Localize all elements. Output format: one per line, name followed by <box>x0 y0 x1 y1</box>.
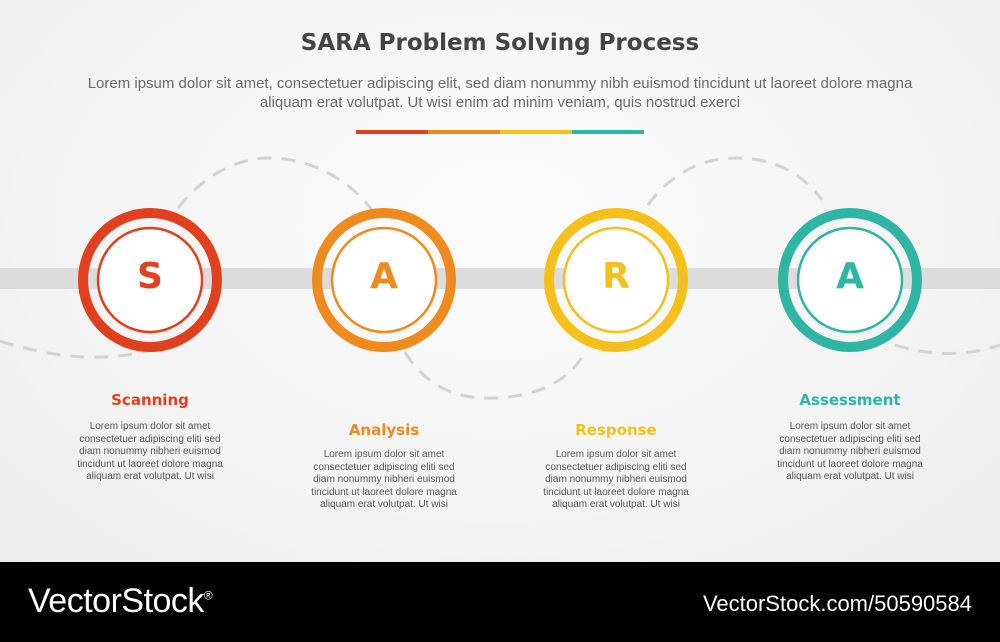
step-circle-assessment <box>778 208 922 352</box>
process-diagram <box>0 156 1000 400</box>
watermark-footer: VectorStock® VectorStock.com/50590584 <box>0 562 1000 642</box>
dashed-arc-1 <box>0 339 151 359</box>
title-rule-response <box>500 130 572 134</box>
step-title-scanning: Scanning <box>111 391 189 409</box>
step-circle-response <box>544 208 688 352</box>
step-letter-r: R <box>602 256 630 297</box>
step-letter-s: S <box>137 256 163 297</box>
brand-logo: VectorStock® <box>28 582 213 621</box>
dashed-wave <box>0 156 1000 400</box>
step-circle-analysis <box>312 208 456 352</box>
step-letter-a-2: A <box>836 256 864 297</box>
page-subtitle: Lorem ipsum dolor sit amet, consectetuer… <box>87 75 913 111</box>
dashed-arc-4 <box>646 156 824 206</box>
step-body-response: Lorem ipsum dolor sit amet consectetuer … <box>543 449 689 510</box>
title-rule-analysis <box>428 130 500 134</box>
step-title-assessment: Assessment <box>799 391 901 409</box>
step-body-assessment: Lorem ipsum dolor sit amet consectetuer … <box>777 421 923 482</box>
dashed-arc-3 <box>403 351 587 400</box>
step-title-response: Response <box>575 421 657 439</box>
dashed-arc-2 <box>176 156 374 211</box>
step-body-analysis: Lorem ipsum dolor sit amet consectetuer … <box>311 449 457 510</box>
brand-name: VectorStock <box>28 582 204 620</box>
title-rule-assessment <box>572 130 644 134</box>
step-letter-a: A <box>370 256 398 297</box>
step-body-scanning: Lorem ipsum dolor sit amet consectetuer … <box>77 421 223 482</box>
infographic-canvas: SARA Problem Solving Process Lorem ipsum… <box>0 0 1000 562</box>
brand-mark: ® <box>203 588 213 603</box>
step-circle-scanning <box>78 208 222 352</box>
step-title-analysis: Analysis <box>348 421 420 439</box>
title-rule-scanning <box>356 130 428 134</box>
connector-band <box>0 268 1000 289</box>
dashed-arc-5 <box>894 343 1000 355</box>
image-id: VectorStock.com/50590584 <box>702 591 972 616</box>
page-title: SARA Problem Solving Process <box>300 30 700 56</box>
